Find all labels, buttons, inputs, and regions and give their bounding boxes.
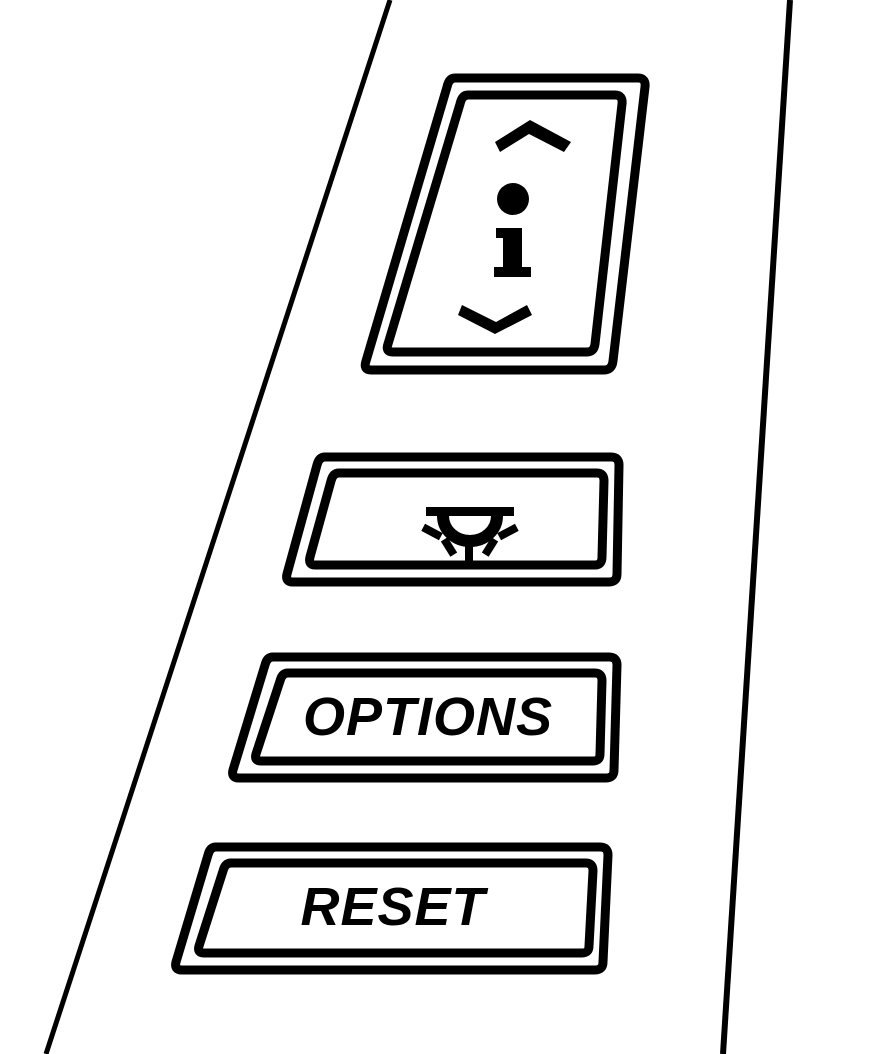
- info-button[interactable]: [360, 73, 650, 375]
- info-i-icon: [494, 183, 531, 277]
- options-button-label: OPTIONS: [303, 687, 553, 747]
- options-button-face: [251, 668, 607, 766]
- chevron-down-icon: [458, 305, 532, 334]
- panel-right-edge: [720, 0, 793, 1054]
- dome-light-icon: [421, 507, 519, 565]
- info-button-face: [382, 90, 627, 357]
- dome-light-button-face: [305, 468, 609, 570]
- chevron-up-icon: [495, 120, 571, 152]
- dome-light-button[interactable]: [282, 452, 624, 587]
- reset-button[interactable]: RESET: [171, 842, 613, 975]
- reset-button-face: [194, 858, 598, 958]
- panel-left-edge: [43, 0, 393, 1054]
- options-button[interactable]: OPTIONS: [228, 652, 622, 783]
- reset-button-label: RESET: [300, 877, 488, 937]
